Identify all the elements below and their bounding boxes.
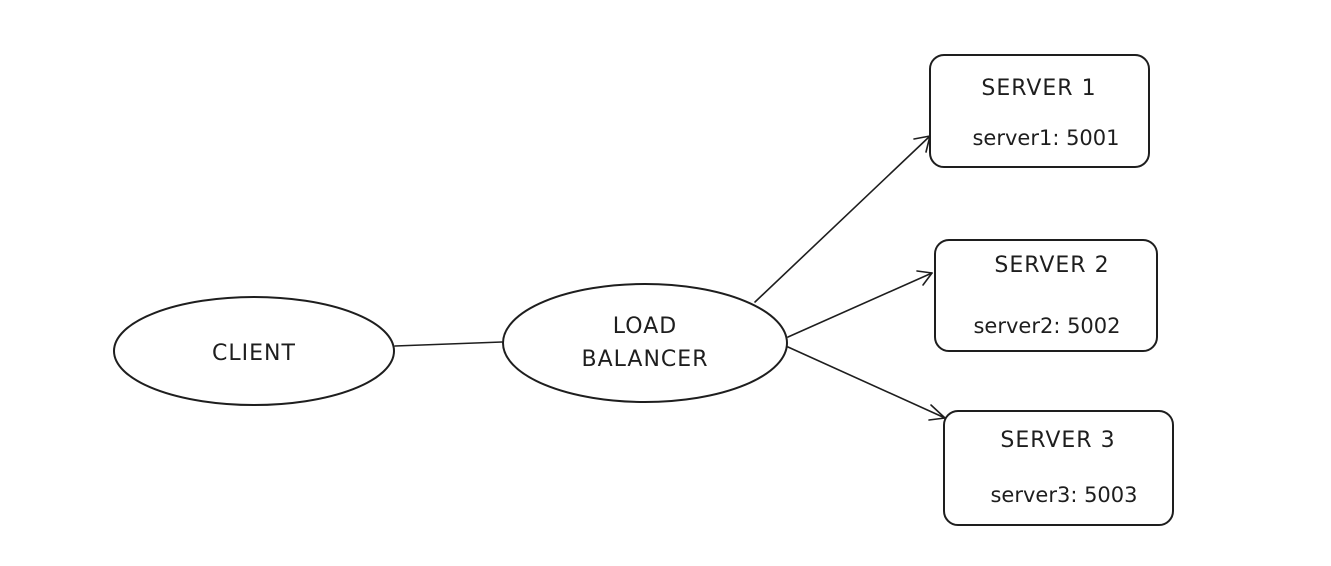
load-balancer-label-line2: BALANCER — [582, 347, 709, 372]
server3-address: server3: 5003 — [990, 483, 1137, 507]
server3-box — [943, 410, 1174, 526]
arrowhead-server2 — [916, 270, 933, 286]
arrow-line-server3 — [787, 346, 946, 419]
client-label: CLIENT — [212, 341, 296, 366]
load-balancer-ellipse — [502, 283, 788, 403]
server1-title: SERVER 1 — [981, 76, 1096, 101]
server2-address: server2: 5002 — [973, 314, 1120, 338]
load-balancer-to-server3-arrow — [787, 346, 946, 421]
server3-title: SERVER 3 — [1000, 428, 1115, 453]
load-balancer-label-line1: LOAD — [613, 314, 677, 339]
server1-box — [929, 54, 1150, 168]
server1-address: server1: 5001 — [972, 126, 1119, 150]
load-balancer-node: LOAD BALANCER — [502, 283, 788, 403]
server1-node: SERVER 1 server1: 5001 — [929, 54, 1150, 168]
arrow-line-server2 — [787, 272, 933, 338]
client-ellipse — [113, 296, 395, 406]
client-to-load-balancer-edge — [394, 341, 503, 347]
server2-title: SERVER 2 — [994, 253, 1109, 278]
server2-node: SERVER 2 server2: 5002 — [934, 239, 1158, 352]
load-balancer-to-server2-arrow — [787, 270, 933, 338]
server3-node: SERVER 3 server3: 5003 — [943, 410, 1174, 526]
load-balancer-to-server1-arrow — [754, 135, 931, 303]
arrow-line-server1 — [754, 135, 931, 303]
client-node: CLIENT — [113, 296, 395, 406]
server2-box — [934, 239, 1158, 352]
